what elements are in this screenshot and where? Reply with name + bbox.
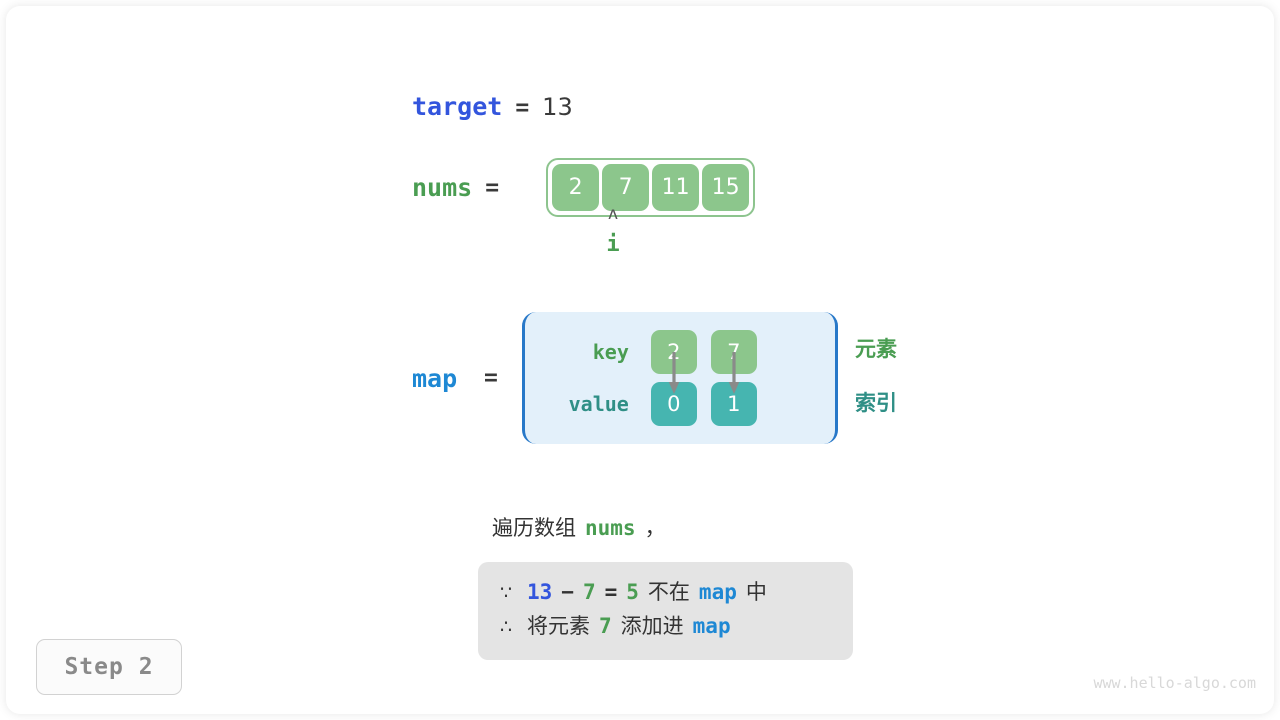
map-side-annotations: 元素 索引 xyxy=(855,336,897,416)
step-badge: Step 2 xyxy=(36,639,182,695)
therefore-symbol: ∴ xyxy=(500,616,513,638)
map-entries: 2 0 7 1 xyxy=(650,330,757,426)
nums-cell: 15 xyxy=(702,164,750,211)
nums-equals-sign: = xyxy=(485,174,500,201)
nums-cell: 7 xyxy=(602,164,650,211)
formula-map-keyword: map xyxy=(692,614,731,638)
explanation-box: ∵ 13 − 7 = 5 不在 map 中 ∴ 将元素 7 添加进 map xyxy=(478,562,853,660)
caption-suffix: ， xyxy=(644,516,666,540)
formula-added-value: 7 xyxy=(599,614,612,638)
map-key-row-label: key xyxy=(592,340,629,364)
explanation-line-2: ∴ 将元素 7 添加进 map xyxy=(500,610,831,644)
nums-array-container: 2 7 11 15 xyxy=(546,158,756,217)
map-value-cell: 0 xyxy=(650,382,697,426)
nums-index-pointer: ʌ i xyxy=(537,204,689,258)
map-key-cell: 2 xyxy=(650,330,697,374)
map-value-cell: 1 xyxy=(710,382,757,426)
formula-not-in-text: 不在 xyxy=(647,580,690,604)
caption-line: 遍历数组 nums ， xyxy=(492,512,666,542)
target-row: target = 13 xyxy=(412,92,573,121)
nums-variable-label: nums xyxy=(412,173,473,202)
formula-add-element-text: 将元素 xyxy=(527,614,590,638)
map-inner: key value 2 0 7 1 xyxy=(525,330,757,426)
formula-in-text: 中 xyxy=(745,580,767,604)
nums-cell: 11 xyxy=(652,164,700,211)
formula-target-value: 13 xyxy=(527,580,553,604)
map-entry: 7 1 xyxy=(710,330,757,426)
formula-add-into-text: 添加进 xyxy=(620,614,684,638)
target-equals-sign: = xyxy=(515,95,530,121)
map-variable-label: map xyxy=(412,363,458,393)
map-key-cell: 7 xyxy=(710,330,757,374)
map-row: map = key value 2 0 xyxy=(412,312,838,444)
nums-row: nums = 2 7 11 15 xyxy=(412,158,756,217)
caret-up-icon: ʌ xyxy=(607,204,619,224)
formula-minus-sign: − xyxy=(561,580,574,604)
caption-nums-keyword: nums xyxy=(585,516,636,540)
caption-prefix: 遍历数组 xyxy=(492,516,576,540)
map-row-labels: key value xyxy=(553,330,629,426)
target-value: 13 xyxy=(542,93,573,121)
formula-equals-sign: = xyxy=(604,580,618,604)
map-equals-sign: = xyxy=(484,365,498,391)
nums-cell: 2 xyxy=(552,164,600,211)
map-container: key value 2 0 7 1 xyxy=(521,312,838,444)
explanation-line-1: ∵ 13 − 7 = 5 不在 map 中 xyxy=(500,576,831,610)
map-entry: 2 0 xyxy=(650,330,697,426)
target-variable-label: target xyxy=(412,92,503,121)
watermark: www.hello-algo.com xyxy=(1093,674,1256,692)
annotation-index: 索引 xyxy=(855,391,897,415)
formula-map-keyword: map xyxy=(698,580,737,604)
formula-result-value: 5 xyxy=(626,580,639,604)
pointer-label-i: i xyxy=(606,232,620,257)
formula-current-value: 7 xyxy=(582,580,596,604)
annotation-element: 元素 xyxy=(855,337,897,361)
map-value-row-label: value xyxy=(568,392,629,416)
because-symbol: ∵ xyxy=(500,582,513,604)
